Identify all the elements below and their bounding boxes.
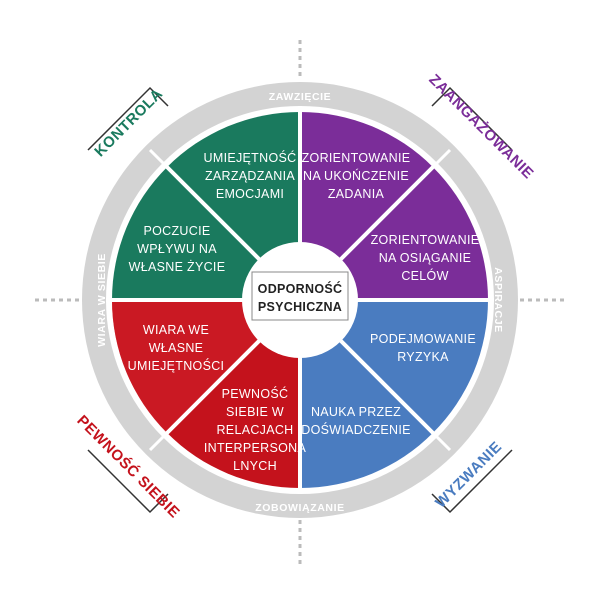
- segment-text-line: NA UKOŃCZENIE: [303, 168, 409, 183]
- axis-lines: [35, 40, 565, 565]
- center-label-box: [251, 271, 349, 321]
- ring-label-top: ZAWZIĘCIE: [269, 91, 332, 103]
- segment-text-line: SIEBIE W: [226, 405, 284, 419]
- segment-umiejetnosc-zarzadzania: UMIEJĘTNOŚĆ ZARZĄDZANIA EMOCJAMI: [204, 150, 297, 201]
- segment-text-line: WIARA WE: [143, 323, 209, 337]
- segment-text-line: RYZYKA: [397, 350, 449, 364]
- corner-dividers: [148, 148, 452, 452]
- segment-text-line: PODEJMOWANIE: [370, 332, 476, 346]
- ring-label-left: WIARA W SIEBIE: [96, 253, 108, 347]
- segment-text-line: LNYCH: [233, 459, 277, 473]
- segment-text-line: UMIEJĘTNOŚCI: [128, 358, 225, 373]
- segment-text-line: CELÓW: [401, 268, 448, 283]
- ring-label-bottom: ZOBOWIĄZANIE: [255, 502, 344, 514]
- center-title-line2: PSYCHICZNA: [258, 300, 342, 314]
- ring-label-right: ASPIRACJE: [492, 267, 504, 333]
- segment-text-line: NAUKA PRZEZ: [311, 405, 401, 419]
- segment-text-line: DOŚWIADCZENIE: [301, 422, 410, 437]
- segment-text-line: WPŁYWU NA: [137, 242, 217, 256]
- segment-text-line: UMIEJĘTNOŚĆ: [204, 150, 297, 165]
- segment-text-line: ZORIENTOWANIE: [371, 233, 480, 247]
- segment-zorientowanie-celow: ZORIENTOWANIE NA OSIĄGANIE CELÓW: [371, 233, 480, 283]
- segment-text-line: ZARZĄDZANIA: [205, 169, 295, 183]
- segment-text-line: WŁASNE: [149, 341, 204, 355]
- segment-text-line: ZORIENTOWANIE: [302, 151, 411, 165]
- segment-pewnosc-w-relacjach: PEWNOŚĆ SIEBIE W RELACJACH INTERPERSONA …: [204, 386, 307, 473]
- segment-text-line: ZADANIA: [328, 187, 385, 201]
- segment-text-line: PEWNOŚĆ: [222, 386, 289, 401]
- segment-text-line: NA OSIĄGANIE: [379, 251, 472, 265]
- segment-wiara-we-wlasne: WIARA WE WŁASNE UMIEJĘTNOŚCI: [128, 323, 225, 373]
- segment-nauka-przez-doswiadczenie: NAUKA PRZEZ DOŚWIADCZENIE: [301, 405, 410, 437]
- segment-text-line: EMOCJAMI: [216, 187, 284, 201]
- segment-text-line: POCZUCIE: [144, 224, 211, 238]
- corner-brackets: [87, 86, 513, 514]
- segment-poczucie-wplywu: POCZUCIE WPŁYWU NA WŁASNE ŻYCIE: [129, 224, 226, 274]
- segment-zorientowanie-zadania: ZORIENTOWANIE NA UKOŃCZENIE ZADANIA: [302, 151, 411, 201]
- segment-text-line: INTERPERSONA: [204, 441, 307, 455]
- segment-text-line: WŁASNE ŻYCIE: [129, 260, 226, 274]
- segment-podejmowanie-ryzyka: PODEJMOWANIE RYZYKA: [370, 332, 476, 364]
- segment-text-line: RELACJACH: [216, 423, 293, 437]
- center-title-line1: ODPORNOŚĆ: [258, 281, 343, 296]
